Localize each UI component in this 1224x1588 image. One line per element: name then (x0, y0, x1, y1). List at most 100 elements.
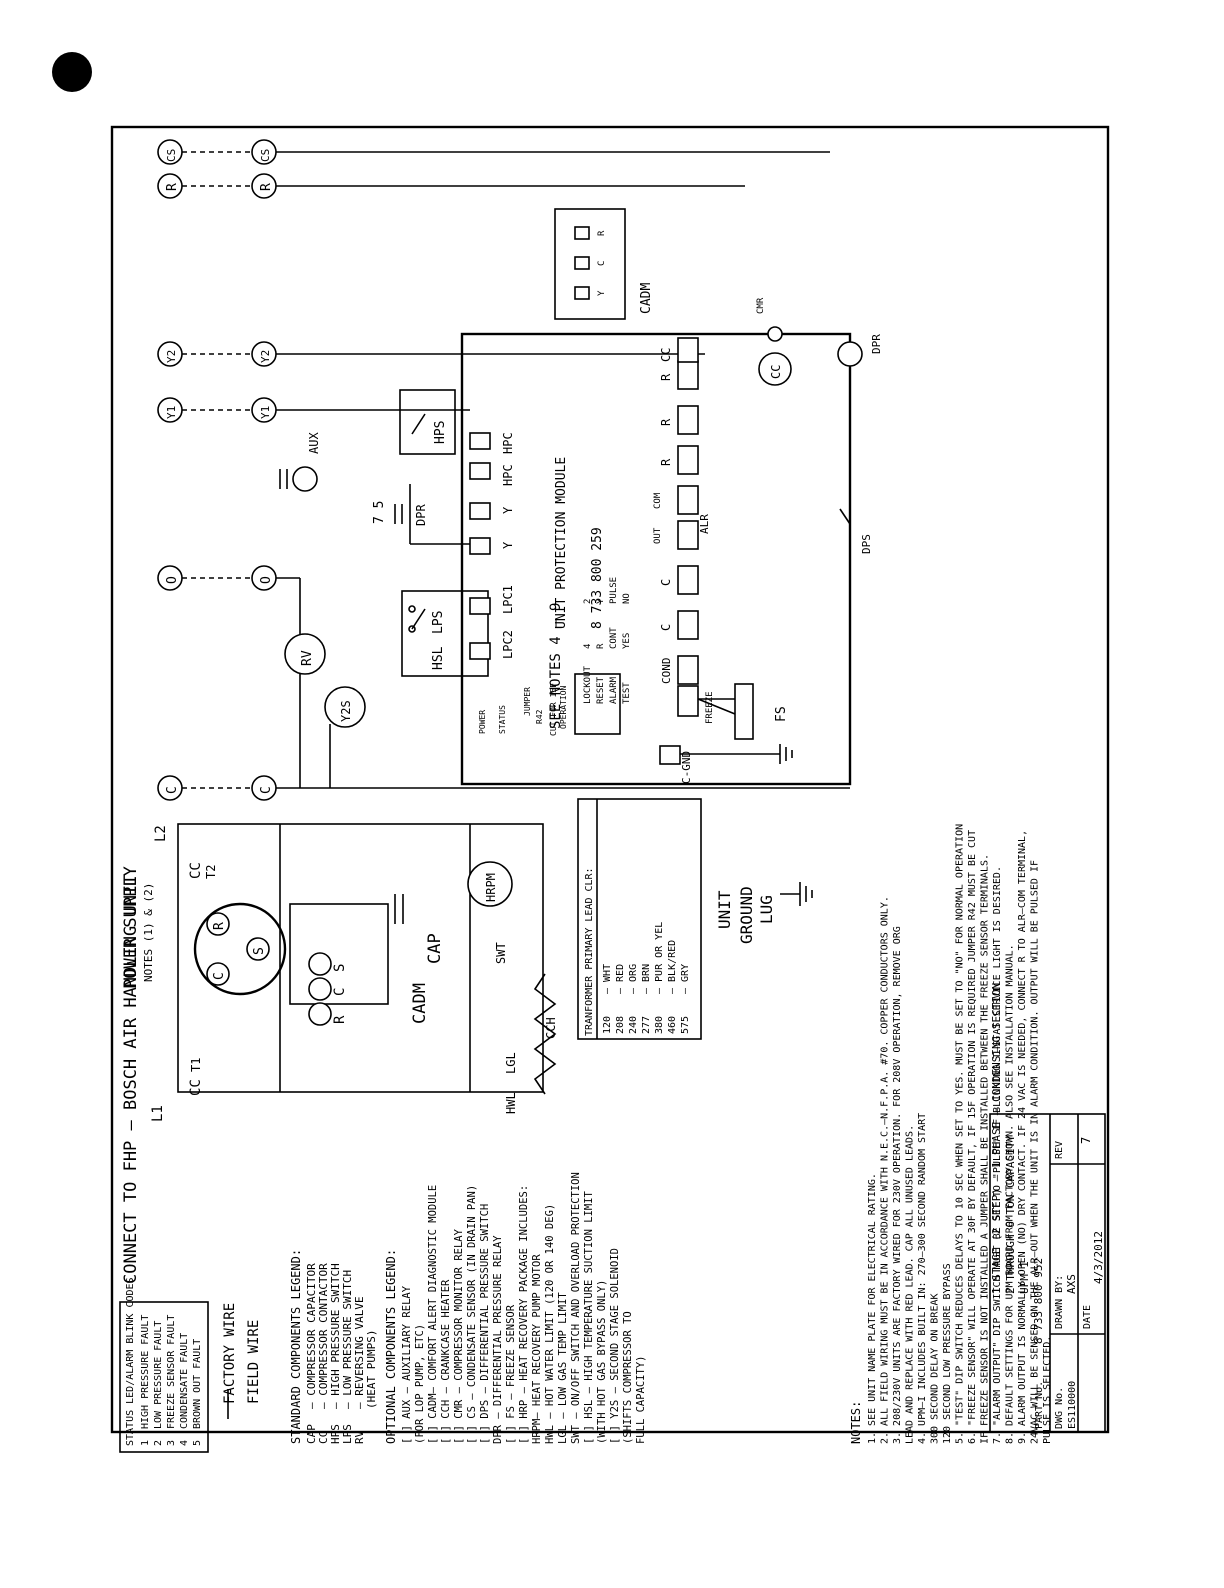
transformer-lead-color: – WHT (602, 964, 613, 994)
lgl-label: LGL (504, 1052, 518, 1074)
note-line: 2. ALL FIELD WIRING MUST BE IN ACCORDANC… (880, 896, 891, 1444)
hsl-lps-box (401, 590, 489, 677)
optional-legend-item: [ ] FS – FREEZE SENSOR (505, 1304, 517, 1444)
upm-terminal-lpc1: LPC1 (501, 585, 515, 614)
blink-code-number: 5 (192, 1440, 203, 1446)
dwg-number-value: ES110000 (1067, 1381, 1078, 1429)
cc-contact-right-label: CC (188, 862, 204, 879)
note-line: 24VAC WILL BE SENSED ON THE ALR–OUT WHEN… (1030, 860, 1041, 1444)
cmr-relay (767, 326, 783, 342)
blink-code-number: 2 (153, 1440, 164, 1446)
module-title: UNIT PROTECTION MODULE (554, 457, 569, 629)
note-line: 9. ALARM OUTPUT IS NORMALLY OPEN (NO) DR… (1017, 830, 1028, 1444)
cadm-r-terminal: R (332, 1015, 348, 1024)
note-line: PULSE IS SELECTED. (1042, 1336, 1053, 1444)
optional-legend-item: (SHIFTS COMPRESSOR TO (622, 1311, 634, 1444)
drawn-by-value: AXS (1065, 1274, 1078, 1294)
note-line: 8. DEFAULT SETTINGS FOR UPM BOARD FROM F… (1005, 944, 1016, 1444)
power-cadm-module (289, 903, 389, 1005)
dpr-contact-label: DPR (414, 504, 428, 526)
blink-code-fault: FREEZE SENSOR FAULT (166, 1315, 177, 1429)
rv-coil (284, 633, 326, 675)
compressor-s-terminal: S (252, 947, 267, 955)
rv-label: RV (300, 650, 315, 666)
blink-code-fault: HIGH PRESSURE FAULT (140, 1315, 151, 1429)
freeze-label: FREEZE (705, 691, 715, 724)
transformer-voltage: 208 (615, 1016, 626, 1034)
note-line: 7. "ALARM OUTPUT" DIP SWITCH MUST BE SET… (992, 866, 1003, 1444)
see-notes-label: SEE NOTES 4 – 9 (548, 603, 564, 729)
dip-switch-bank (574, 673, 621, 735)
standard-legend-title: STANDARD COMPONENTS LEGEND: (289, 1249, 303, 1444)
standard-legend-desc: – LOW PRESSURE SWITCH (341, 1270, 354, 1409)
upm-terminal-c: C (659, 624, 673, 631)
transformer-lead-color: – RED (615, 964, 626, 994)
hwl-label: HWL (504, 1092, 518, 1114)
module-part-number: 8 733 800 259 (590, 527, 605, 629)
transformer-lead-color: – BRN (641, 964, 652, 994)
optional-legend-item: FULL CAPACITY) (635, 1355, 647, 1444)
title-desc-1: 1 STAGE (2 STEP) – 1 PHASE – CONDENSING … (990, 983, 1003, 1294)
compressor-c-terminal: C (212, 972, 227, 980)
upm-terminal-cc: CC (659, 348, 673, 362)
field-wire-links (182, 151, 252, 789)
operation-label: OPERATION (559, 685, 568, 729)
terminal-row-unit: C O Y1 Y2 R CS (251, 139, 277, 801)
cc-coil-label: CC (769, 365, 783, 379)
compressor-r-terminal: R (212, 922, 227, 930)
ground-label-ground: GROUND (737, 886, 756, 944)
terminal-label: CS (165, 149, 178, 162)
ground-label-unit: UNIT (715, 890, 734, 929)
hrpm-motor (467, 861, 513, 907)
blink-codes-header: STATUS LED/ALARM BLINK CODES (125, 1277, 136, 1446)
optional-legend-item: LGL – LOW GAS TEMP LIMIT (557, 1292, 569, 1444)
blink-code-number: 3 (166, 1440, 177, 1446)
standard-legend-code: CAP (305, 1424, 318, 1444)
cut-15f-label: CUT FOR 15F (549, 683, 558, 736)
svg-text:TEST: TEST (622, 682, 632, 704)
cadm-c-terminal: C (332, 988, 348, 996)
title-block (989, 1113, 1106, 1433)
power-led-label: POWER (478, 710, 487, 734)
transformer-lead-color: – ORG (628, 964, 639, 994)
dip-switch-legend: LOCKOUT 4 2 RESET R Y ALARM CONT PULSE T… (583, 577, 632, 704)
main-title: CONNECT TO FHP – BOSCH AIR HANDLING UNIT (121, 875, 141, 1284)
standard-legend-desc: – COMPRESSOR CONTACTOR (317, 1263, 330, 1409)
blink-code-number: 4 (179, 1440, 190, 1446)
fs-label: FS (774, 706, 789, 722)
transformer-voltage: 277 (641, 1016, 652, 1034)
note-line: IF FREEZE SENSOR IS NOT INSTALLED A JUMP… (980, 854, 991, 1444)
power-cadm-label: CADM (410, 983, 430, 1024)
svg-text:R: R (597, 230, 607, 236)
terminal-row-field: C O Y1 Y2 R CS (157, 139, 183, 801)
upm-terminal-c-gnd (659, 745, 681, 765)
capacitor-label: CAP (425, 933, 445, 964)
standard-legend-desc: – HIGH PRESSURE SWITCH (329, 1263, 342, 1409)
optional-legend-item: DPR – DIFFERENTIAL PRESSURE RELAY (492, 1235, 504, 1444)
standard-legend-code: CC (317, 1431, 330, 1444)
upm-terminal-freeze (677, 685, 699, 717)
ground-label-lug: LUG (757, 895, 776, 924)
terminal-label: C (259, 786, 274, 794)
alr-out-label: OUT (653, 527, 663, 544)
optional-legend-item: [ ] CMR – COMPRESSOR MONITOR RELAY (453, 1228, 465, 1444)
note-line: 5. "TEST" DIP SWITCH REDUCES DELAYS TO 1… (955, 824, 966, 1444)
control-wiring (276, 151, 851, 789)
blink-code-fault: LOW PRESSURE FAULT (153, 1321, 164, 1429)
cmr-label: CMR (756, 297, 766, 314)
crankcase-heater (533, 973, 557, 1095)
optional-legend-item: [ ] HRP – HEAT RECOVERY PACKAGE INCLUDES… (518, 1185, 530, 1444)
svg-text:R: R (596, 643, 606, 649)
optional-legend-item: [ ] CADM– COMFORT ALERT DIAGNOSTIC MODUL… (427, 1185, 439, 1444)
upm-terminal-r: R (659, 373, 673, 381)
drawn-by-label: DRAWN BY: (1054, 1275, 1065, 1329)
l2-label: L2 (153, 825, 169, 842)
note-line: 4. UPM–I INCLUDES BUILT IN: 270–300 SECO… (917, 1113, 928, 1444)
optional-legend-item: [ ] HSL – HIGH TEMPERATURE SUCTION LIMIT (583, 1190, 595, 1444)
l1-label: L1 (150, 1105, 166, 1122)
upm-bottom-terminals: COND C C ALR OUT COM R R R CC (653, 337, 711, 685)
optional-legend-item: (FOR LOP PUMP, ETC) (414, 1324, 426, 1444)
